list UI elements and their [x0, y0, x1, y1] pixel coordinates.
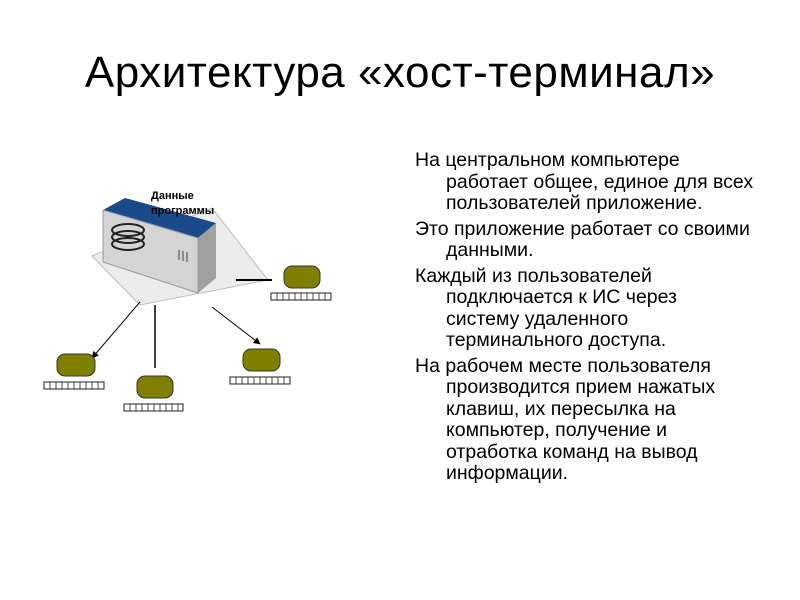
server-top-face [103, 198, 216, 238]
server-vent-icon [178, 250, 188, 262]
terminal-right-icon [270, 265, 332, 301]
slide-title: Архитектура «хост-терминал» [84, 48, 716, 97]
bullet-item-1: На центральном компьютере работает общее… [415, 149, 754, 214]
terminal-left-icon [43, 353, 105, 390]
connection-arrow-right [211, 306, 261, 345]
server-icon [102, 198, 216, 294]
server-label-data: Данные [151, 190, 194, 202]
server-label-programs: программы [151, 205, 214, 217]
disk-stack-icon [111, 223, 145, 251]
bullet-item-3: Каждый из пользователей подключается к И… [415, 264, 677, 351]
server-side-face [198, 223, 216, 293]
terminal-lower-right-icon [229, 348, 291, 385]
bullet-item-4: На рабочем месте пользователя производит… [415, 354, 716, 484]
terminal-center-icon [123, 375, 184, 412]
bullet-list: На центральном компьютере работает общее… [415, 149, 755, 489]
bullet-item-2: Это приложение работает со своими данным… [415, 217, 750, 261]
connection-arrow-left [91, 301, 141, 359]
